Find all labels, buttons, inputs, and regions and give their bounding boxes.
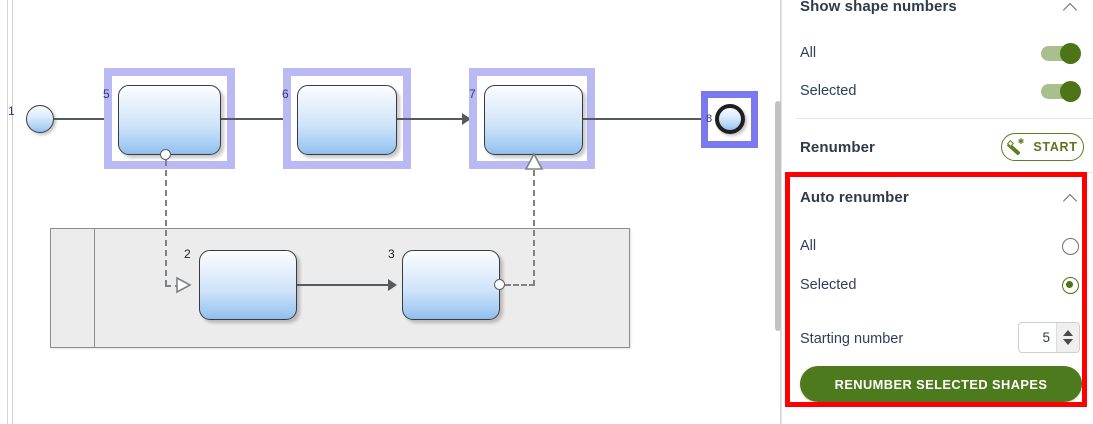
row-show-all: All bbox=[800, 40, 1081, 66]
label-show-selected: Selected bbox=[800, 83, 857, 99]
connector-task6-to-task7 bbox=[397, 118, 467, 120]
row-auto-renumber-all: All bbox=[800, 233, 1079, 259]
chevron-up-icon-show-shape-numbers[interactable] bbox=[1063, 0, 1079, 15]
panel-divider-1 bbox=[796, 118, 1093, 119]
connector-task2-to-task3 bbox=[297, 284, 393, 286]
properties-panel: Show shape numbers All Selected Renumber bbox=[781, 0, 1093, 424]
label-renumber: Renumber bbox=[800, 138, 875, 156]
renumber-selected-shapes-button[interactable]: RENUMBER SELECTED SHAPES bbox=[800, 366, 1082, 402]
arrowhead-into-task3 bbox=[388, 279, 397, 291]
shape-number-end-event: 8 bbox=[706, 113, 713, 125]
label-show-all: All bbox=[800, 45, 817, 61]
magic-wand-icon: ✱ bbox=[1006, 137, 1024, 156]
open-arrowhead-into-task7 bbox=[524, 152, 544, 170]
starting-number-stepper[interactable]: 5 bbox=[1018, 322, 1080, 353]
renumber-selected-shapes-button-label: RENUMBER SELECTED SHAPES bbox=[834, 376, 1048, 392]
toggle-show-selected[interactable] bbox=[1041, 80, 1081, 102]
section-header-auto-renumber[interactable]: Auto renumber bbox=[800, 189, 1079, 206]
arrowhead-into-task7 bbox=[462, 113, 471, 125]
start-renumber-button-label: START bbox=[1033, 140, 1078, 154]
stepper-up-icon[interactable] bbox=[1063, 330, 1073, 336]
connector-start-to-task5 bbox=[54, 118, 108, 120]
connector-task7-to-end bbox=[583, 118, 713, 120]
chevron-up-icon-auto-renumber[interactable] bbox=[1063, 190, 1079, 206]
radio-auto-renumber-all[interactable] bbox=[1062, 237, 1079, 255]
label-auto-renumber-all: All bbox=[800, 238, 817, 254]
starting-number-spinner-buttons[interactable] bbox=[1056, 323, 1079, 352]
task-node-5[interactable] bbox=[118, 85, 221, 155]
message-flow-task5-right bbox=[165, 285, 181, 287]
panel-divider-2 bbox=[796, 172, 1093, 173]
task-node-6[interactable] bbox=[297, 85, 397, 155]
stepper-down-icon[interactable] bbox=[1063, 339, 1073, 345]
open-arrowhead-outline-task2 bbox=[176, 276, 192, 294]
toggle-knob-show-all bbox=[1060, 42, 1081, 64]
pool-header-lane bbox=[51, 229, 95, 347]
task-node-7[interactable] bbox=[484, 85, 583, 155]
radio-auto-renumber-selected[interactable] bbox=[1062, 276, 1079, 294]
toggle-show-all[interactable] bbox=[1041, 42, 1081, 64]
message-flow-task3-right bbox=[505, 284, 535, 286]
starting-number-value[interactable]: 5 bbox=[1042, 330, 1050, 345]
canvas-vertical-scrollbar-thumb[interactable] bbox=[775, 101, 781, 331]
canvas-left-border bbox=[12, 0, 13, 424]
row-renumber: Renumber bbox=[800, 133, 1079, 161]
section-header-show-shape-numbers[interactable]: Show shape numbers bbox=[800, 0, 1079, 15]
end-event-node[interactable] bbox=[715, 104, 745, 134]
row-starting-number: Starting number bbox=[800, 324, 1079, 354]
shape-number-lane-task2: 2 bbox=[184, 247, 191, 261]
shape-number-task5: 5 bbox=[103, 87, 110, 101]
shape-number-task7: 7 bbox=[469, 87, 476, 101]
label-auto-renumber-selected: Selected bbox=[800, 277, 857, 293]
boundary-marker-task5[interactable] bbox=[160, 149, 171, 160]
label-starting-number: Starting number bbox=[800, 331, 904, 347]
task-node-2[interactable] bbox=[199, 250, 297, 320]
toggle-knob-show-selected bbox=[1060, 80, 1081, 102]
message-flow-task5-down bbox=[165, 160, 167, 286]
task-node-3[interactable] bbox=[402, 250, 500, 320]
section-title-auto-renumber: Auto renumber bbox=[800, 189, 909, 206]
shape-number-start-event: 1 bbox=[8, 104, 15, 118]
row-auto-renumber-selected: Selected bbox=[800, 272, 1079, 298]
start-renumber-button[interactable]: ✱ START bbox=[1001, 133, 1084, 161]
canvas-left-guide bbox=[7, 0, 8, 424]
shape-number-lane-task3: 3 bbox=[388, 247, 395, 261]
boundary-marker-task3[interactable] bbox=[494, 279, 505, 290]
start-event-node[interactable] bbox=[26, 105, 54, 133]
row-show-selected: Selected bbox=[800, 78, 1081, 104]
diagram-canvas[interactable]: 1 5 6 7 8 2 bbox=[0, 0, 781, 424]
section-title-show-shape-numbers: Show shape numbers bbox=[800, 0, 957, 15]
connector-task5-to-task6 bbox=[221, 118, 288, 120]
pool-container[interactable] bbox=[50, 228, 630, 348]
message-flow-task3-up bbox=[533, 170, 535, 286]
shape-number-task6: 6 bbox=[282, 87, 289, 101]
